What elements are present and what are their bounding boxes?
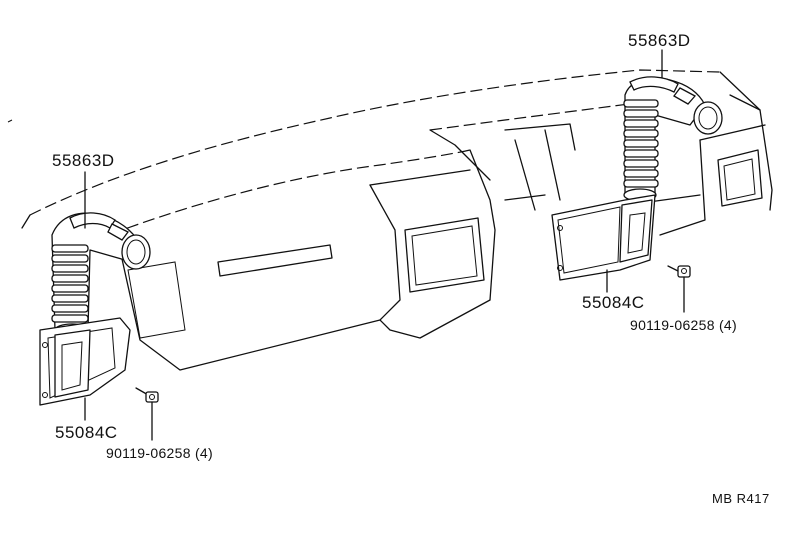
duct-left bbox=[51, 212, 151, 337]
label-bolt-right: 90119-06258 (4) bbox=[630, 317, 737, 333]
label-duct-right: 55863D bbox=[628, 31, 691, 50]
bolt-left-icon bbox=[135, 387, 159, 403]
label-nozzle-right: 55084C bbox=[582, 293, 645, 312]
edge-mark bbox=[7, 119, 13, 123]
leader-lines bbox=[84, 49, 685, 441]
illustration-code: MB R417 bbox=[712, 491, 770, 506]
nozzle-left bbox=[39, 317, 131, 406]
nozzle-right bbox=[551, 194, 656, 281]
duct-right bbox=[623, 76, 723, 202]
label-bolt-left: 90119-06258 (4) bbox=[106, 445, 213, 461]
label-duct-left: 55863D bbox=[52, 151, 115, 170]
bolt-right-icon bbox=[667, 265, 691, 278]
label-nozzle-left: 55084C bbox=[55, 423, 118, 442]
instrument-panel bbox=[21, 69, 773, 371]
